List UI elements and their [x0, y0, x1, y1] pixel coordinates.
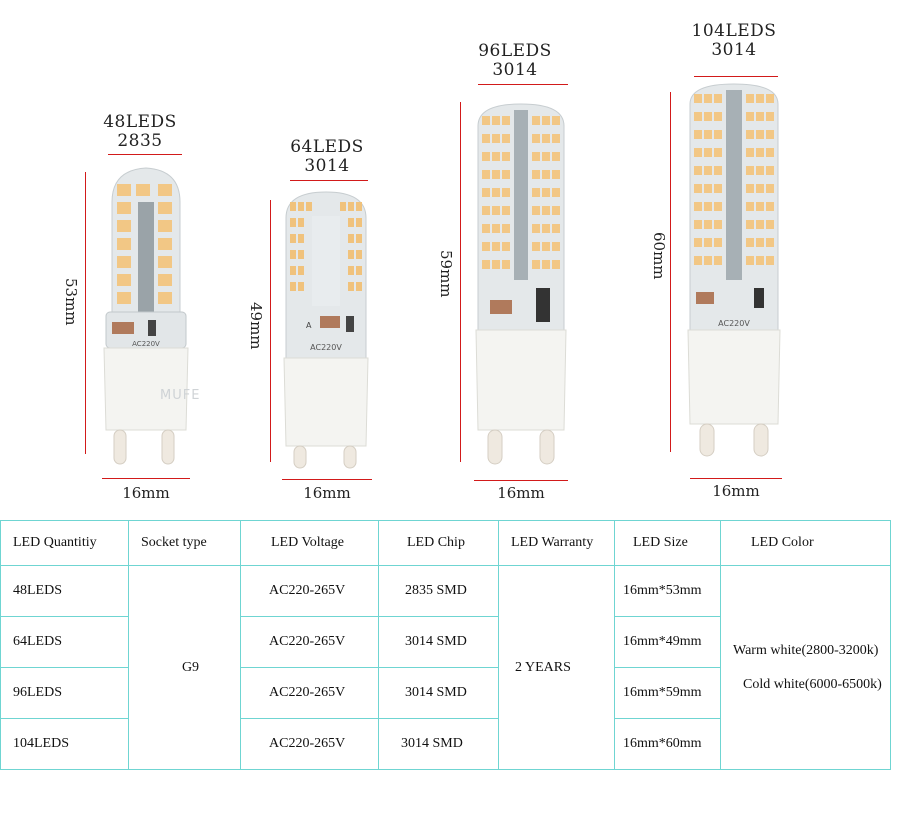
header-socket-type: Socket type	[128, 520, 241, 566]
voltage-mark: AC220V	[718, 319, 750, 328]
bulb-title-96leds: 96LEDS 3014	[470, 42, 560, 80]
voltage-mark: AC220V	[310, 343, 342, 352]
color-cold-white: Cold white(6000-6500k)	[743, 676, 882, 692]
height-dimension-line	[85, 172, 86, 454]
cell-voltage: AC220-265V	[240, 565, 379, 617]
cell-voltage: AC220-265V	[240, 667, 379, 719]
header-led-warranty: LED Warranty	[498, 520, 615, 566]
cell-size: 16mm*59mm	[614, 667, 721, 719]
width-label: 16mm	[122, 484, 170, 502]
cell-qty: 64LEDS	[0, 616, 129, 668]
cell-voltage: AC220-265V	[240, 616, 379, 668]
color-warm-white: Warm white(2800-3200k)	[733, 642, 879, 658]
led-count-label: 48LEDS	[103, 112, 177, 132]
led-count-label: 104LEDS	[691, 21, 777, 41]
cell-chip: 3014 SMD	[378, 667, 499, 719]
height-label: 60mm	[650, 232, 668, 280]
bulb-title-64leds: 64LEDS 3014	[282, 138, 372, 176]
width-label: 16mm	[712, 482, 760, 500]
warranty-value: 2 YEARS	[498, 565, 615, 770]
header-led-quantity: LED Quantitiy	[0, 520, 129, 566]
header-led-size: LED Size	[614, 520, 721, 566]
cell-qty: 104LEDS	[0, 718, 129, 770]
table-row: 64LEDS AC220-265V 3014 SMD 16mm*49mm	[0, 616, 891, 668]
cell-size: 16mm*49mm	[614, 616, 721, 668]
led-color-value: Warm white(2800-3200k) Cold white(6000-6…	[720, 565, 891, 770]
cell-chip: 3014 SMD	[378, 718, 499, 770]
led-count-label: 64LEDS	[290, 137, 364, 157]
width-dimension-line	[102, 478, 190, 479]
height-label: 53mm	[62, 278, 80, 326]
table-row: 48LEDS G9 AC220-265V 2835 SMD 2 YEARS 16…	[0, 565, 891, 770]
table-header-row: LED Quantitiy Socket type LED Voltage LE…	[0, 520, 891, 566]
width-label: 16mm	[303, 484, 351, 502]
header-led-color: LED Color	[720, 520, 891, 566]
bulb-96leds-image	[475, 103, 567, 465]
chip-label: 3014	[492, 60, 538, 80]
chip-label: 3014	[711, 40, 757, 60]
cell-chip: 3014 SMD	[378, 616, 499, 668]
cell-qty: 48LEDS	[0, 565, 129, 617]
spec-table: LED Quantitiy Socket type LED Voltage LE…	[0, 520, 891, 770]
width-dimension-line	[690, 478, 782, 479]
width-label: 16mm	[497, 484, 545, 502]
width-dimension-line	[474, 480, 568, 481]
title-underline	[290, 180, 368, 181]
height-label: 49mm	[247, 302, 265, 350]
width-dimension-line	[282, 479, 372, 480]
cell-voltage: AC220-265V	[240, 718, 379, 770]
socket-type-value: G9	[128, 565, 241, 770]
watermark: MUFE	[160, 388, 201, 403]
table-row: 96LEDS AC220-265V 3014 SMD 16mm*59mm	[0, 667, 891, 719]
bulb-64leds-image: A AC220V	[283, 191, 369, 469]
bulb-title-104leds: 104LEDS 3014	[686, 22, 782, 60]
chip-label: 2835	[117, 131, 163, 151]
cell-size: 16mm*53mm	[614, 565, 721, 617]
header-led-voltage: LED Voltage	[240, 520, 379, 566]
bulb-48leds-image: AC220V	[103, 167, 189, 465]
a-mark: A	[306, 321, 312, 330]
cell-size: 16mm*60mm	[614, 718, 721, 770]
height-dimension-line	[460, 102, 461, 462]
height-dimension-line	[670, 92, 671, 452]
table-row: 104LEDS AC220-265V 3014 SMD 16mm*60mm	[0, 718, 891, 770]
cell-qty: 96LEDS	[0, 667, 129, 719]
product-image-area: 48LEDS 2835 53mm AC220V	[62, 22, 782, 502]
title-underline	[108, 154, 182, 155]
chip-label: 3014	[304, 156, 350, 176]
led-count-label: 96LEDS	[478, 41, 552, 61]
height-label: 59mm	[437, 250, 455, 298]
height-dimension-line	[270, 200, 271, 462]
cell-chip: 2835 SMD	[378, 565, 499, 617]
bulb-104leds-image: AC220V	[687, 83, 781, 457]
bulb-title-48leds: 48LEDS 2835	[100, 113, 180, 151]
title-underline	[694, 76, 778, 77]
voltage-mark: AC220V	[132, 340, 160, 348]
header-led-chip: LED Chip	[378, 520, 499, 566]
title-underline	[478, 84, 568, 85]
